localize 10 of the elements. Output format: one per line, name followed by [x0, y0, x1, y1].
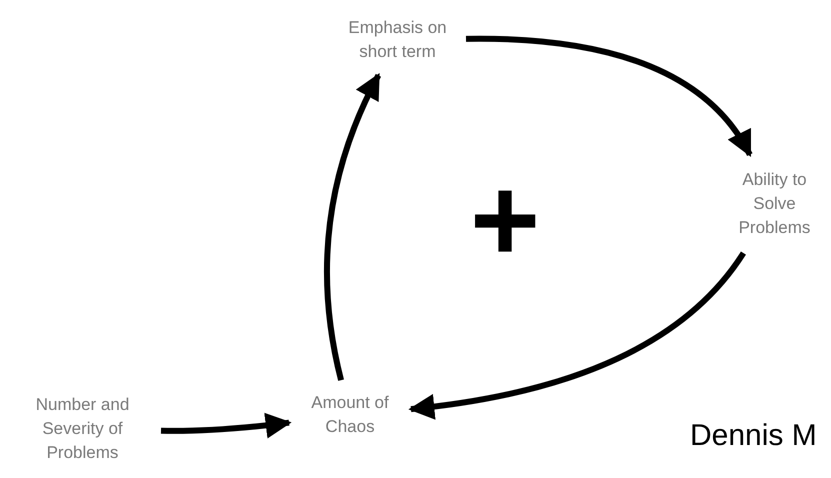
node-label: Emphasis on short term [347, 17, 448, 63]
node-label: Number and Severity of Problems [34, 394, 130, 464]
node-label: Amount of Chaos [310, 392, 390, 438]
arrow [160, 412, 292, 438]
arrow [324, 72, 382, 381]
node-label: Ability to Solve Problems [738, 169, 812, 239]
arrow [466, 36, 752, 157]
loop-polarity-sign: + [470, 160, 540, 280]
author-credit: Dennis M [690, 418, 817, 454]
arrow [408, 251, 746, 420]
